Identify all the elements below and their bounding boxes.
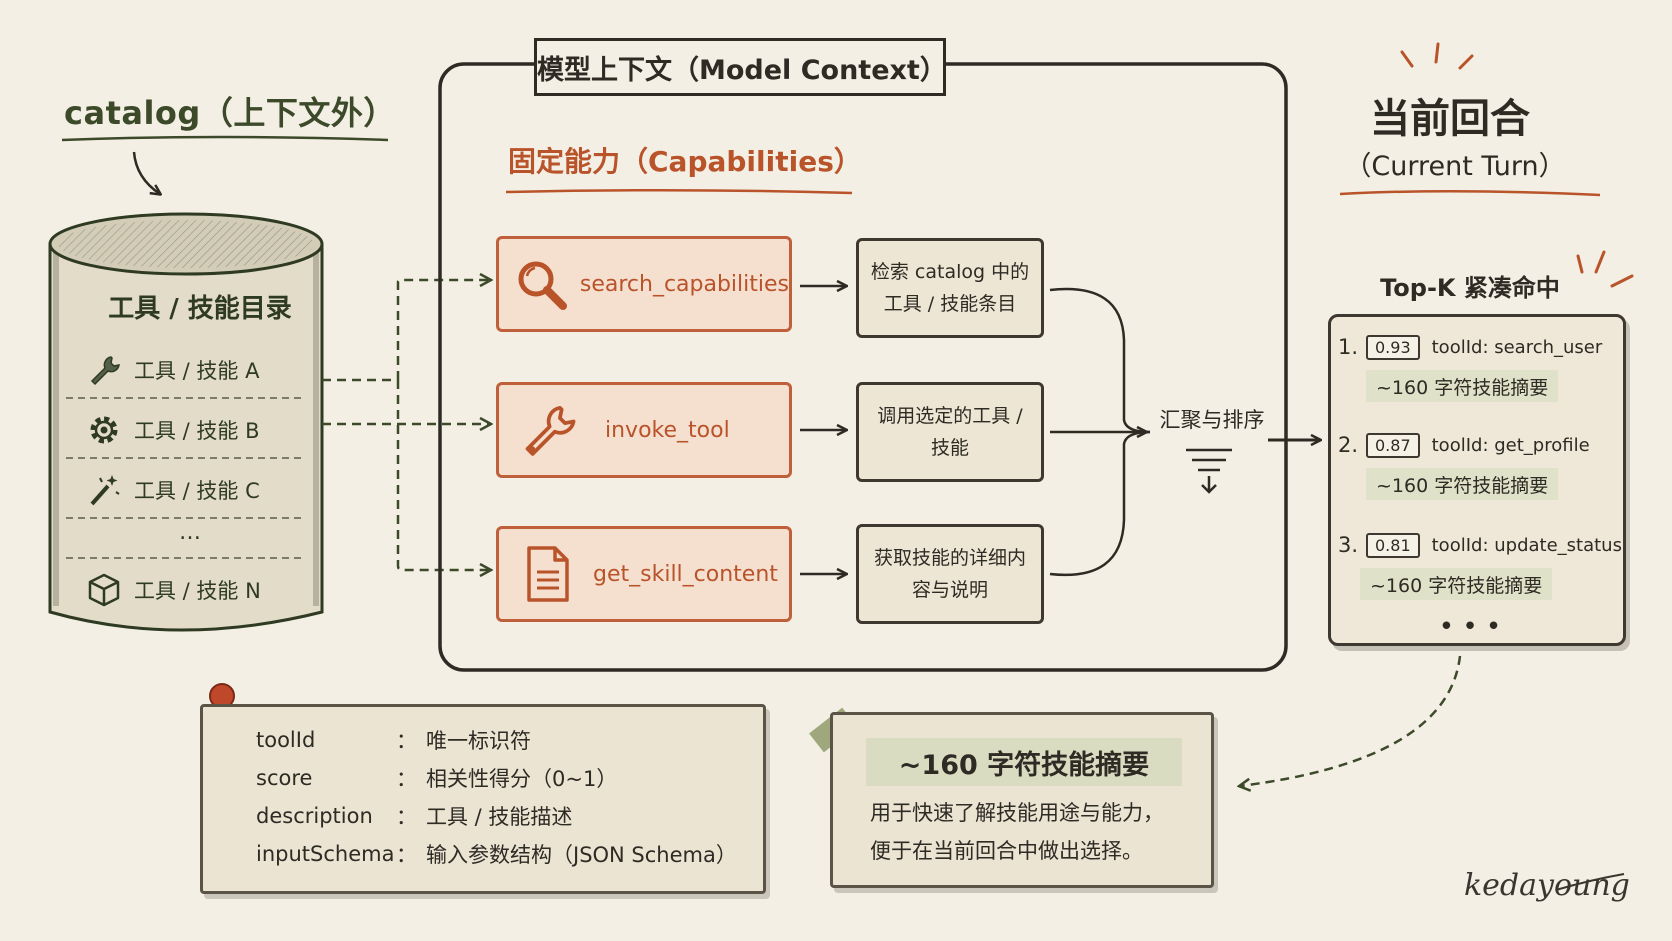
capability-search: search_capabilities [496,236,792,332]
catalog-item-label: 工具 / 技能 A [134,359,260,383]
capability-arrows [800,286,846,574]
catalog-item-c: 工具 / 技能 C [84,470,314,510]
field-row: toolId ： 唯一标识符 [256,722,531,758]
capability-description-search: 检索 catalog 中的工具 / 技能条目 [856,238,1044,338]
capability-label: search_capabilities [579,271,789,297]
field-value: 工具 / 技能描述 [426,805,573,829]
field-row: score ： 相关性得分（0~1） [256,760,617,796]
catalog-title-underline [61,135,389,142]
wrench-icon [84,350,124,390]
signature: kedayoung [1464,868,1630,903]
field-value: 输入参数结构（JSON Schema） [426,843,737,867]
catalog-heading: 工具 / 技能目录 [108,294,292,324]
hit-score: 0.81 [1366,532,1420,558]
capability-label: get_skill_content [593,561,778,587]
topk-label: Top-K 紧凑命中 [1380,274,1560,302]
capability-invoke: invoke_tool [496,382,792,478]
hit-tool-id: toolId: update_status [1431,534,1622,556]
catalog-item-n: 工具 / 技能 N [84,570,314,610]
field-colon: ： [396,843,417,867]
catalog-item-label: 工具 / 技能 C [134,479,260,503]
field-key: description [256,804,373,828]
magnifier-icon [513,249,570,319]
cube-icon [84,570,124,610]
capabilities-underline [505,188,853,195]
sort-icon [1186,448,1232,494]
model-context-title: 模型上下文（Model Context） [534,38,947,96]
topk-to-summary-arrow [1240,655,1462,786]
field-value: 相关性得分（0~1） [426,767,618,791]
hit-summary: ~160 字符技能摘要 [1366,468,1559,500]
hit-rank: 3. [1338,533,1359,557]
field-key: toolId [256,728,316,752]
hit-tool-id: toolId: get_profile [1431,434,1590,456]
capability-description-invoke: 调用选定的工具 / 技能 [856,382,1044,482]
hit-rank: 1. [1338,335,1359,359]
capabilities-title: 固定能力（Capabilities） [508,145,862,178]
field-key: inputSchema [256,842,395,866]
field-value: 唯一标识符 [426,729,531,753]
summary-line: 用于快速了解技能用途与能力， [870,801,1164,825]
capability-get-skill: get_skill_content [496,526,792,622]
field-key: score [256,766,313,790]
document-icon [513,539,583,609]
catalog-item-a: 工具 / 技能 A [84,350,314,390]
magic-wand-icon [84,470,124,510]
merge-label: 汇聚与排序 [1159,408,1265,432]
spark-marks-top [1400,42,1474,70]
topk-hit: 3. 0.81 toolId: update_status [1338,528,1628,562]
hit-tool-id: toolId: search_user [1431,336,1603,358]
catalog-title: catalog（上下文外） [64,94,396,132]
capability-label: invoke_tool [605,417,730,443]
current-turn-underline [1339,189,1601,197]
catalog-down-arrow [132,151,160,194]
topk-ellipsis: • • • [1438,612,1502,642]
field-colon: ： [396,805,417,829]
hit-score: 0.87 [1366,432,1420,458]
capability-description-get-skill: 获取技能的详细内容与说明 [856,524,1044,624]
field-row: inputSchema ： 输入参数结构（JSON Schema） [256,836,737,872]
summary-note-title: ~160 字符技能摘要 [866,738,1182,786]
wrench-icon [513,395,583,465]
fields-note [200,704,766,894]
field-colon: ： [396,729,417,753]
summary-note-body: 用于快速了解技能用途与能力， 便于在当前回合中做出选择。 [870,794,1200,870]
current-turn-subtitle: （Current Turn） [1344,151,1566,182]
summary-line: 便于在当前回合中做出选择。 [870,839,1143,863]
hit-rank: 2. [1338,433,1359,457]
catalog-item-b: 工具 / 技能 B [84,410,314,450]
spark-marks-topk [1576,250,1634,288]
field-colon: ： [396,767,417,791]
hit-summary: ~160 字符技能摘要 [1360,568,1553,600]
current-turn-title: 当前回合 [1370,96,1530,142]
catalog-cylinder [48,212,324,632]
merge-connectors [1049,287,1151,577]
topk-hit: 1. 0.93 toolId: search_user [1338,330,1628,364]
gear-icon [84,410,124,450]
catalog-connectors [322,280,490,570]
catalog-item-label: 工具 / 技能 B [134,419,260,443]
catalog-item-label: 工具 / 技能 N [134,579,261,603]
hit-summary: ~160 字符技能摘要 [1366,370,1559,402]
catalog-ellipsis: … [179,520,201,545]
hit-score: 0.93 [1366,334,1420,360]
topk-hit: 2. 0.87 toolId: get_profile [1338,428,1628,462]
field-row: description ： 工具 / 技能描述 [256,798,572,834]
signature-flourish [1555,873,1625,891]
